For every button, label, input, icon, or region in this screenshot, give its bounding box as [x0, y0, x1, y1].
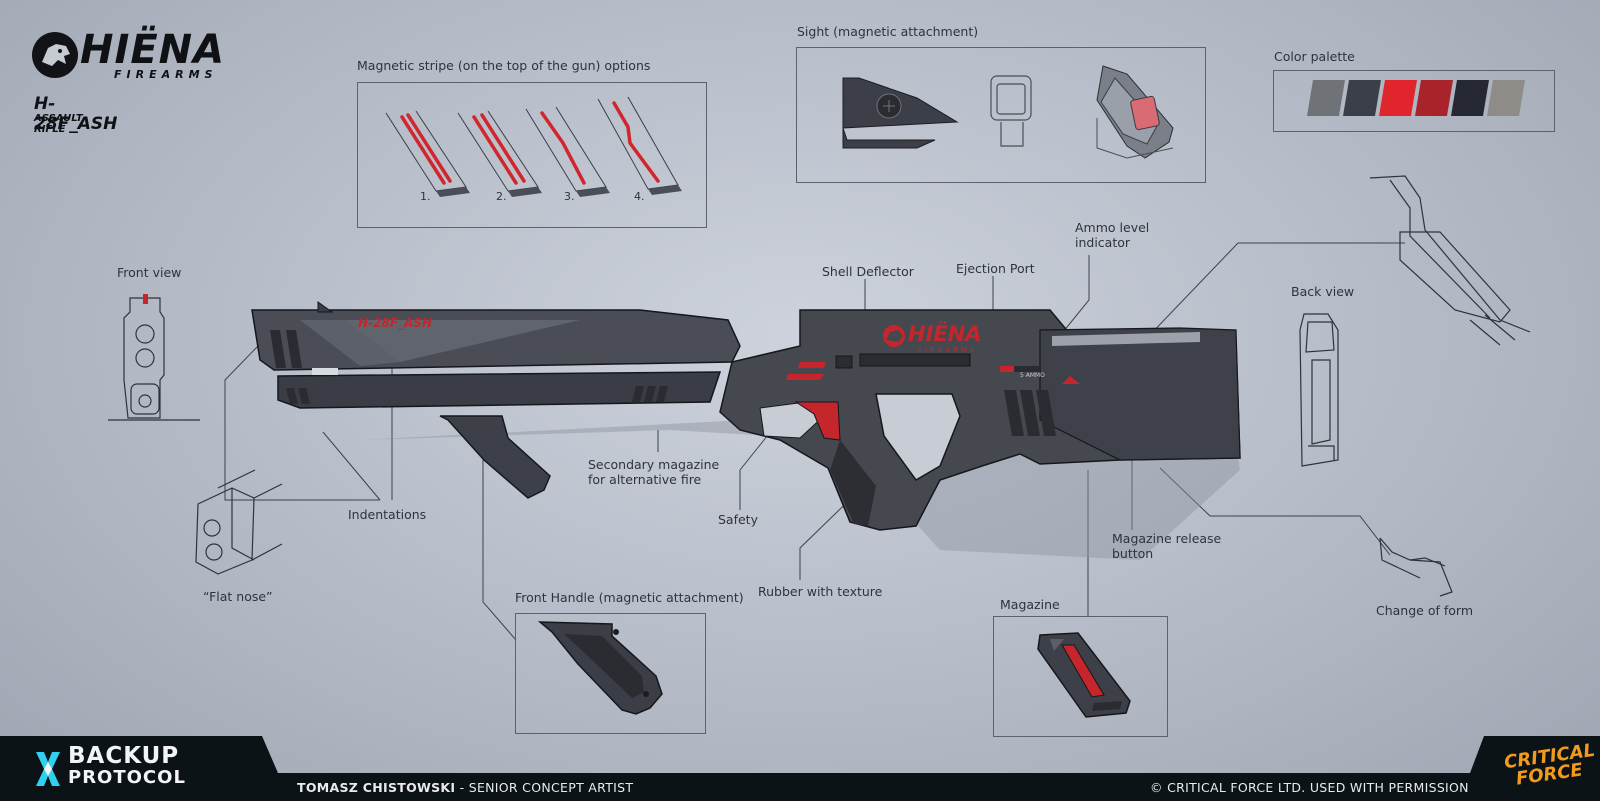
backup-protocol-x-icon	[36, 752, 60, 786]
shell-deflector-label: Shell Deflector	[822, 264, 914, 279]
palette-swatch	[1379, 80, 1417, 116]
indentations-label: Indentations	[348, 507, 427, 522]
stripe-panel: 1. 2. 3. 4.	[357, 82, 707, 228]
ammo-level-label-2: indicator	[1075, 235, 1131, 250]
palette-swatch	[1487, 80, 1525, 116]
rifle-illustration	[251, 301, 1241, 560]
brand-sub: FIREARMS	[114, 68, 218, 81]
secondary-magazine-label-2: for alternative fire	[588, 472, 702, 487]
palette-swatch	[1415, 80, 1453, 116]
palette-swatch	[1451, 80, 1489, 116]
model-name: H-28F_ASH	[34, 94, 118, 134]
copyright-text: © CRITICAL FORCE LTD. USED WITH PERMISSI…	[1150, 780, 1469, 795]
front-handle-title: Front Handle (magnetic attachment)	[515, 590, 744, 605]
ejection-port-label: Ejection Port	[956, 261, 1035, 276]
palette-title: Color palette	[1274, 49, 1355, 64]
footer: BACKUP PROTOCOL TOMASZ CHISTOWSKI - SENI…	[0, 736, 1600, 801]
magazine-release-label: Magazine release	[1112, 531, 1222, 546]
front-handle-panel	[515, 613, 706, 734]
model-type: ASSAULT RIFLE	[34, 113, 83, 135]
magazine-panel	[993, 616, 1168, 737]
palette-panel	[1273, 70, 1555, 132]
magazine-release-label-2: button	[1112, 546, 1154, 561]
stripe-option-label: 1.	[420, 190, 431, 203]
brand-name: HIËNA	[80, 27, 226, 73]
gun-ammo-small: 5 AMMO	[1020, 372, 1045, 379]
front-handle-drawing	[537, 621, 663, 715]
sight-panel-title: Sight (magnetic attachment)	[797, 24, 979, 39]
palette-swatch	[1307, 80, 1345, 116]
change-of-form-label: Change of form	[1376, 603, 1473, 618]
game-title-line2: PROTOCOL	[68, 767, 186, 788]
magazine-title: Magazine	[1000, 597, 1060, 612]
stripe-option-label: 3.	[564, 190, 575, 203]
rubber-label: Rubber with texture	[758, 584, 883, 599]
footer-shapes	[0, 736, 1600, 801]
safety-label: Safety	[718, 512, 758, 527]
gun-logo-text: HIËNA	[908, 322, 982, 346]
ammo-level-label: Ammo level	[1075, 220, 1150, 235]
flat-nose-label: “Flat nose”	[203, 589, 273, 604]
front-view-label: Front view	[117, 265, 182, 280]
palette-swatch	[1343, 80, 1381, 116]
gun-logo-sub: FIREARMS	[918, 346, 978, 354]
stripe-option-label: 4.	[634, 190, 645, 203]
stripe-option-label: 2.	[496, 190, 507, 203]
sight-drawings	[842, 65, 1174, 159]
back-view-label: Back view	[1291, 284, 1355, 299]
stripe-panel-title: Magnetic stripe (on the top of the gun) …	[357, 58, 651, 73]
sight-panel	[796, 47, 1206, 183]
secondary-magazine-label: Secondary magazine	[588, 457, 720, 472]
artist-credit: TOMASZ CHISTOWSKI - SENIOR CONCEPT ARTIS…	[297, 780, 633, 795]
artist-name: TOMASZ CHISTOWSKI	[297, 780, 456, 795]
stripe-options-drawing	[385, 96, 682, 197]
magazine-drawing	[1037, 632, 1131, 718]
artist-role: - SENIOR CONCEPT ARTIST	[455, 780, 634, 795]
gun-side-text: H-28F_ASH	[358, 316, 432, 330]
hyena-logo-icon	[32, 32, 78, 78]
game-title-line1: BACKUP	[68, 743, 180, 769]
